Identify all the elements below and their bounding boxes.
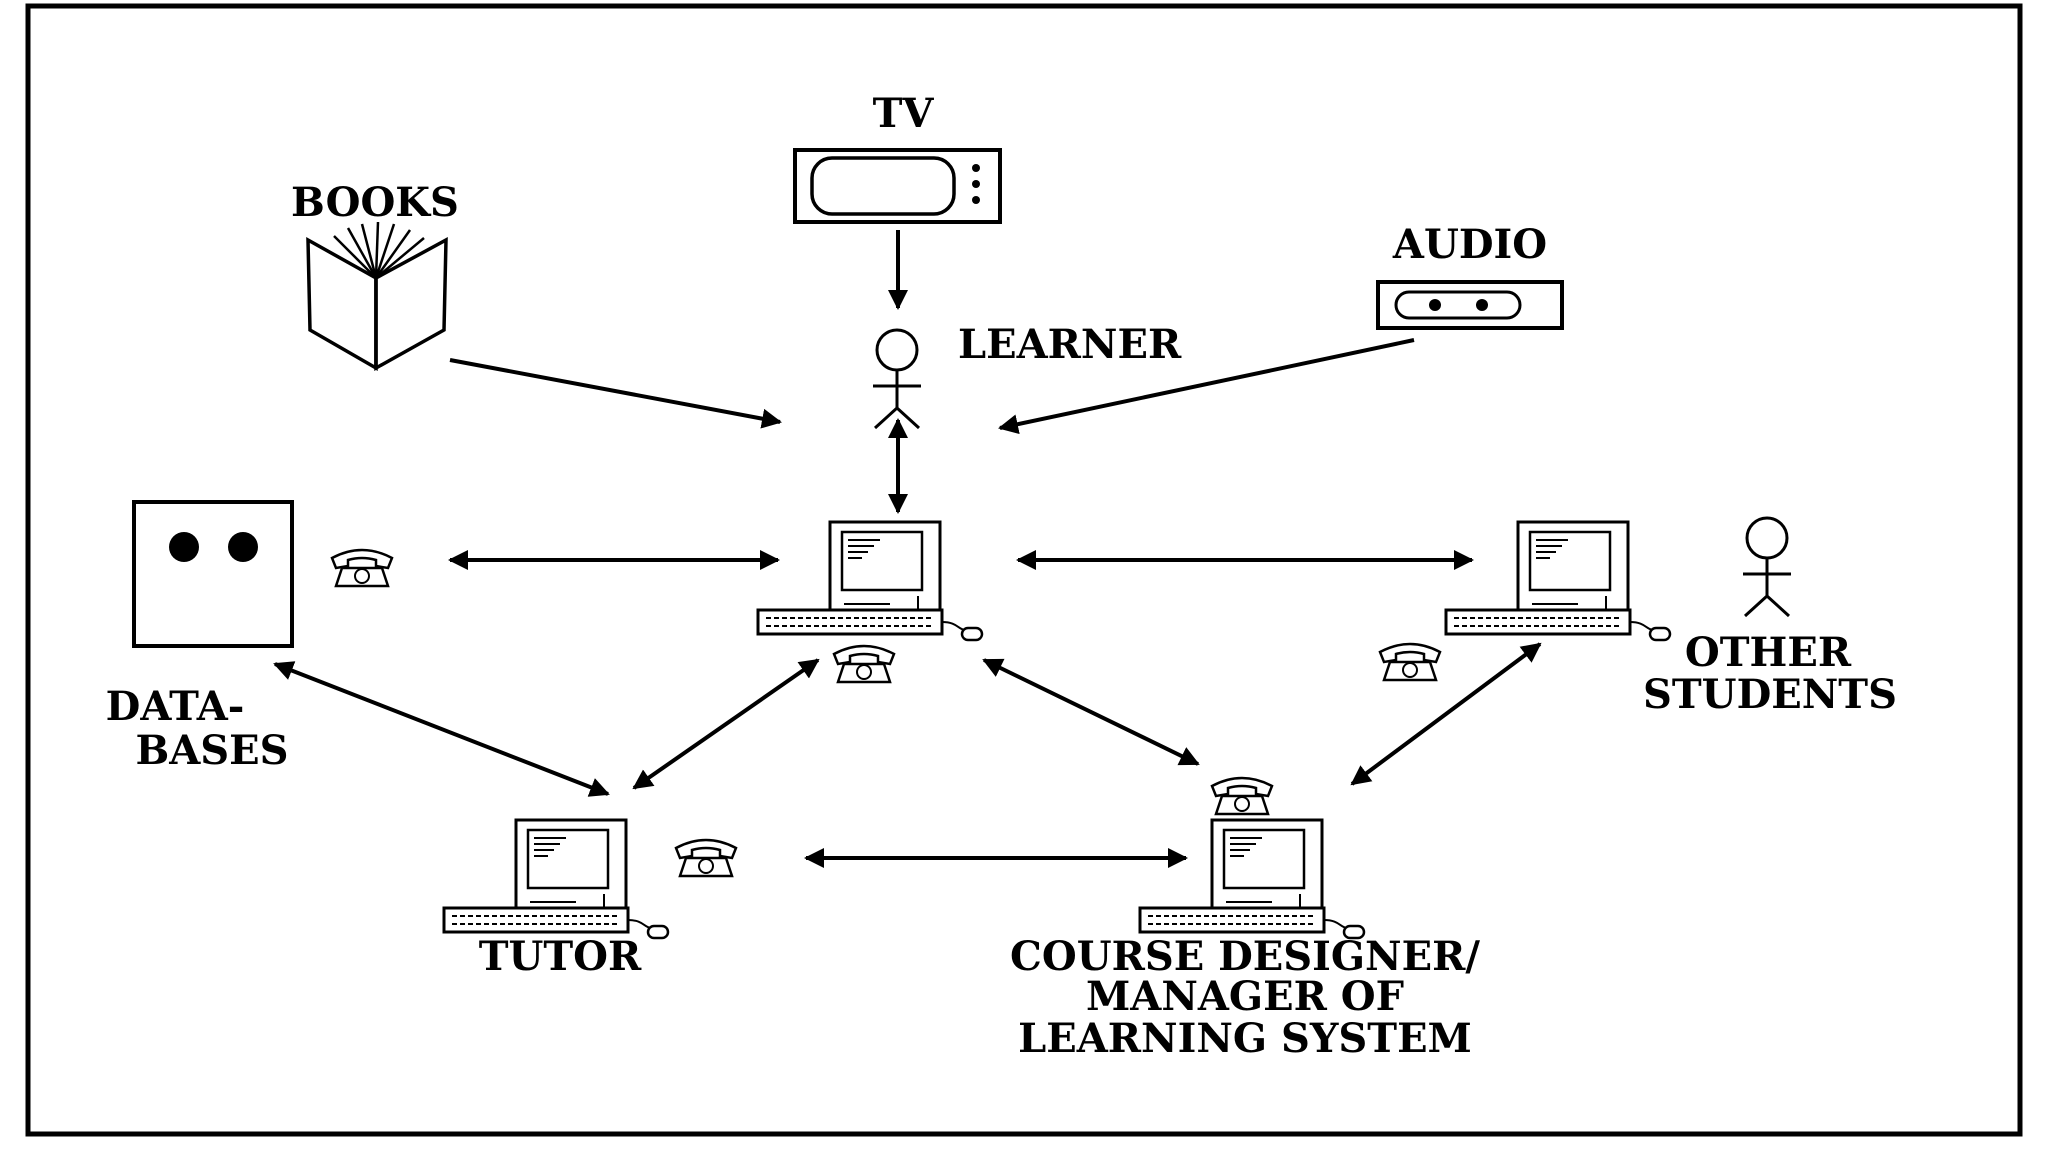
course-designer-computer-icon	[1138, 818, 1366, 940]
diagram-frame	[25, 3, 2023, 1137]
other-students-label-line2: STUDENTS	[1643, 671, 1897, 718]
arrow-audio-to-learner	[998, 338, 1415, 435]
course-designer-label-line2: MANAGER OF	[1086, 973, 1404, 1020]
tutor-label: TUTOR	[479, 933, 642, 980]
audio-cassette-icon	[1376, 280, 1564, 330]
arrow-books-to-learner	[449, 358, 782, 429]
databases-label-line1: DATA-	[106, 683, 245, 730]
book-icon	[306, 221, 448, 372]
other-students-label-line1: OTHER	[1685, 629, 1852, 676]
tutor-computer-icon	[442, 818, 670, 940]
course-designer-label-line3: LEARNING SYSTEM	[1018, 1015, 1472, 1062]
arrow-other-students-course-designer	[1350, 642, 1542, 786]
arrow-databases-tutor	[273, 661, 610, 797]
course-designer-label-line1: COURSE DESIGNER/	[1010, 933, 1480, 980]
databases-label-line2: BASES	[135, 727, 288, 774]
other-students-computer-icon	[1444, 520, 1672, 642]
database-icon	[132, 500, 294, 648]
arrow-computer-course-designer	[982, 658, 1200, 766]
tutor-telephone-icon	[674, 838, 738, 878]
books-label: BOOKS	[291, 179, 459, 226]
course-designer-telephone-icon	[1210, 776, 1274, 816]
arrow-computer-tutor	[632, 658, 820, 790]
audio-label: AUDIO	[1392, 221, 1547, 268]
learner-label: LEARNER	[958, 321, 1182, 368]
learner-computer-icon	[756, 520, 984, 642]
databases-telephone-icon	[330, 548, 394, 588]
other-students-telephone-icon	[1378, 642, 1442, 682]
learner-telephone-icon	[832, 644, 896, 684]
tv-label: TV	[873, 90, 935, 137]
learner-person-icon	[871, 328, 923, 430]
tv-icon	[793, 148, 1002, 224]
other-students-person-icon	[1741, 516, 1793, 618]
